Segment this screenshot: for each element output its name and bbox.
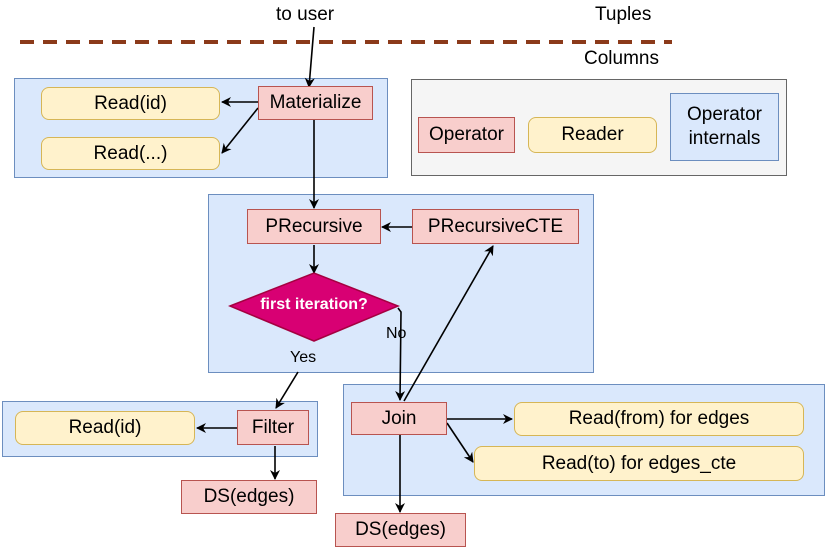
first-iteration-decision (228, 272, 400, 342)
arrow-materialize-to-readdots (221, 107, 259, 154)
arrow-join-to-cte (403, 245, 494, 402)
read-id-reader-top: Read(id) (41, 87, 220, 120)
legend-internals-line1: Operator (687, 104, 762, 125)
no-label: No (386, 325, 407, 342)
columns-label: Columns (584, 48, 659, 69)
arrow-join-to-readto (446, 422, 474, 463)
materialize-operator: Materialize (258, 86, 373, 120)
read-from-reader: Read(from) for edges (514, 402, 804, 436)
yes-label: Yes (290, 349, 317, 366)
precursive-cte-operator: PRecursiveCTE (412, 209, 579, 244)
precursive-operator: PRecursive (247, 209, 381, 244)
to-user-label: to user (276, 4, 335, 25)
read-id-reader-bottom: Read(id) (15, 411, 195, 445)
tuples-label: Tuples (595, 4, 652, 25)
arrow-user-to-materialize (304, 26, 315, 88)
arrow-decision-yes-to-filter (275, 371, 299, 409)
decision-label: first iteration? (260, 296, 368, 313)
legend-operator: Operator (418, 117, 515, 153)
join-operator: Join (351, 402, 447, 435)
ds-edges-left: DS(edges) (181, 480, 317, 514)
arrow-decision-no-to-join (395, 307, 406, 401)
legend-reader: Reader (528, 117, 657, 153)
read-dots-reader: Read(...) (41, 137, 220, 170)
ds-edges-right: DS(edges) (335, 513, 466, 547)
legend-operator-internals: Operator internals (670, 93, 779, 161)
filter-operator: Filter (237, 410, 309, 445)
legend-internals-line2: internals (688, 128, 761, 149)
read-to-reader: Read(to) for edges_cte (474, 446, 804, 481)
